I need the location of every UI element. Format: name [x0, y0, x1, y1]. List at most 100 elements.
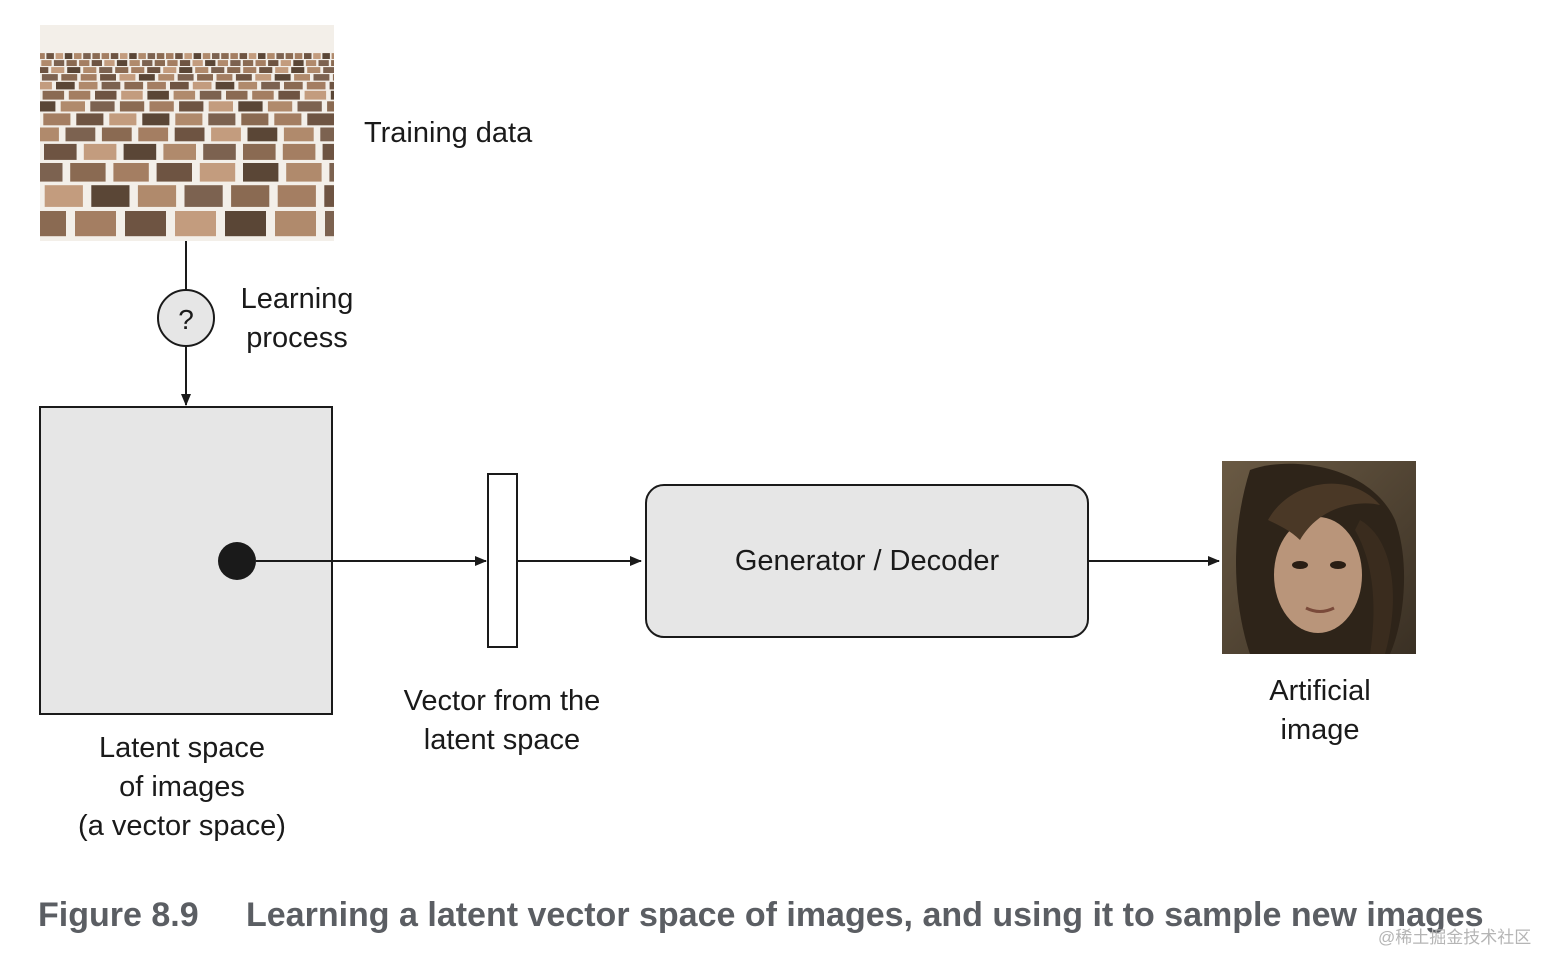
- artificial-line2: image: [1280, 714, 1360, 746]
- training-face-thumbnail: [142, 113, 170, 126]
- training-face-thumbnail: [40, 211, 66, 237]
- training-face-thumbnail: [211, 127, 241, 142]
- training-face-thumbnail: [211, 67, 225, 73]
- training-face-thumbnail: [184, 185, 223, 207]
- training-data-label: Training data: [364, 117, 533, 149]
- latent-space-line3: (a vector space): [78, 810, 286, 842]
- training-face-thumbnail: [174, 127, 205, 142]
- training-face-thumbnail: [61, 74, 78, 81]
- training-face-thumbnail: [284, 81, 303, 90]
- latent-space-line1: Latent space: [98, 732, 266, 764]
- training-face-thumbnail: [147, 53, 156, 59]
- vector-line1: Vector from the: [403, 685, 601, 717]
- training-face-thumbnail: [243, 163, 279, 182]
- training-face-thumbnail: [243, 143, 276, 160]
- training-face-thumbnail: [225, 211, 266, 237]
- training-face-thumbnail: [327, 101, 334, 112]
- training-face-thumbnail: [304, 53, 312, 59]
- training-face-thumbnail: [91, 60, 102, 66]
- training-face-thumbnail: [304, 90, 327, 100]
- figure-number: Figure 8.9: [38, 896, 199, 934]
- training-face-thumbnail: [175, 53, 183, 59]
- artificial-image: [1222, 461, 1416, 654]
- training-face-thumbnail: [267, 101, 293, 112]
- training-face-thumbnail: [101, 81, 121, 90]
- training-face-thumbnail: [158, 74, 175, 81]
- training-face-thumbnail: [68, 90, 91, 100]
- training-face-thumbnail: [276, 53, 284, 59]
- training-face-thumbnail: [179, 101, 204, 112]
- training-face-thumbnail: [197, 74, 213, 81]
- training-face-thumbnail: [170, 81, 189, 90]
- training-face-thumbnail: [261, 81, 280, 90]
- training-data-image: [40, 25, 334, 241]
- training-face-thumbnail: [199, 163, 236, 182]
- training-face-thumbnail: [129, 53, 137, 59]
- training-face-thumbnail: [332, 74, 334, 81]
- training-face-thumbnail: [83, 53, 91, 59]
- learning-process-line2: process: [246, 322, 348, 354]
- training-face-thumbnail: [285, 53, 294, 59]
- training-face-thumbnail: [283, 127, 314, 142]
- training-face-thumbnail: [195, 67, 209, 73]
- training-face-thumbnail: [291, 67, 305, 73]
- watermark: @稀土掘金技术社区: [1378, 928, 1532, 947]
- question-mark-icon: ?: [178, 304, 194, 335]
- training-face-thumbnail: [239, 53, 248, 59]
- figure-caption-text: Learning a latent vector space of images…: [246, 896, 1484, 934]
- training-face-thumbnail: [76, 113, 104, 126]
- training-face-thumbnail: [41, 60, 52, 66]
- training-face-thumbnail: [226, 90, 248, 100]
- training-face-thumbnail: [205, 60, 216, 66]
- training-face-thumbnail: [286, 163, 322, 182]
- training-face-thumbnail: [324, 185, 334, 207]
- training-face-thumbnail: [138, 127, 169, 142]
- training-face-thumbnail: [116, 60, 128, 66]
- training-face-thumbnail: [329, 81, 334, 90]
- training-face-thumbnail: [91, 185, 130, 207]
- latent-point: [218, 542, 256, 580]
- training-face-thumbnail: [41, 74, 58, 81]
- training-face-thumbnail: [320, 127, 334, 142]
- training-face-thumbnail: [154, 60, 165, 66]
- training-face-thumbnail: [329, 163, 334, 182]
- training-face-thumbnail: [230, 60, 241, 66]
- training-face-thumbnail: [231, 185, 270, 207]
- training-face-thumbnail: [318, 60, 329, 66]
- training-face-thumbnail: [278, 90, 300, 100]
- training-face-thumbnail: [258, 53, 266, 59]
- training-face-thumbnail: [325, 211, 334, 237]
- training-face-thumbnail: [275, 211, 316, 237]
- training-face-thumbnail: [147, 90, 169, 100]
- training-face-thumbnail: [235, 74, 252, 81]
- training-face-thumbnail: [75, 211, 116, 237]
- training-face-thumbnail: [109, 113, 137, 126]
- training-face-thumbnail: [202, 53, 211, 59]
- training-face-thumbnail: [255, 60, 266, 66]
- artificial-line1: Artificial: [1269, 675, 1371, 707]
- training-face-thumbnail: [142, 60, 153, 66]
- training-face-thumbnail: [79, 60, 90, 66]
- training-face-thumbnail: [46, 53, 54, 59]
- training-face-thumbnail: [44, 185, 83, 207]
- training-face-thumbnail: [51, 67, 65, 73]
- training-face-thumbnail: [55, 53, 64, 59]
- training-face-thumbnail: [123, 143, 157, 160]
- training-face-thumbnail: [83, 67, 97, 73]
- training-face-thumbnail: [163, 143, 196, 160]
- training-face-thumbnail: [238, 81, 258, 90]
- training-face-thumbnail: [241, 113, 269, 126]
- artificial-image-label: Artificial image: [1240, 672, 1400, 750]
- training-face-thumbnail: [42, 90, 65, 100]
- training-face-thumbnail: [64, 53, 73, 59]
- training-face-thumbnail: [124, 81, 144, 90]
- training-face-thumbnail: [331, 53, 334, 59]
- training-face-thumbnail: [294, 53, 303, 59]
- training-face-thumbnail: [60, 101, 85, 112]
- training-face-thumbnail: [90, 101, 115, 112]
- training-face-thumbnail: [322, 143, 334, 160]
- training-face-thumbnail: [230, 53, 238, 59]
- training-face-thumbnail: [179, 60, 191, 66]
- training-face-thumbnail: [248, 53, 257, 59]
- training-face-thumbnail: [203, 143, 236, 160]
